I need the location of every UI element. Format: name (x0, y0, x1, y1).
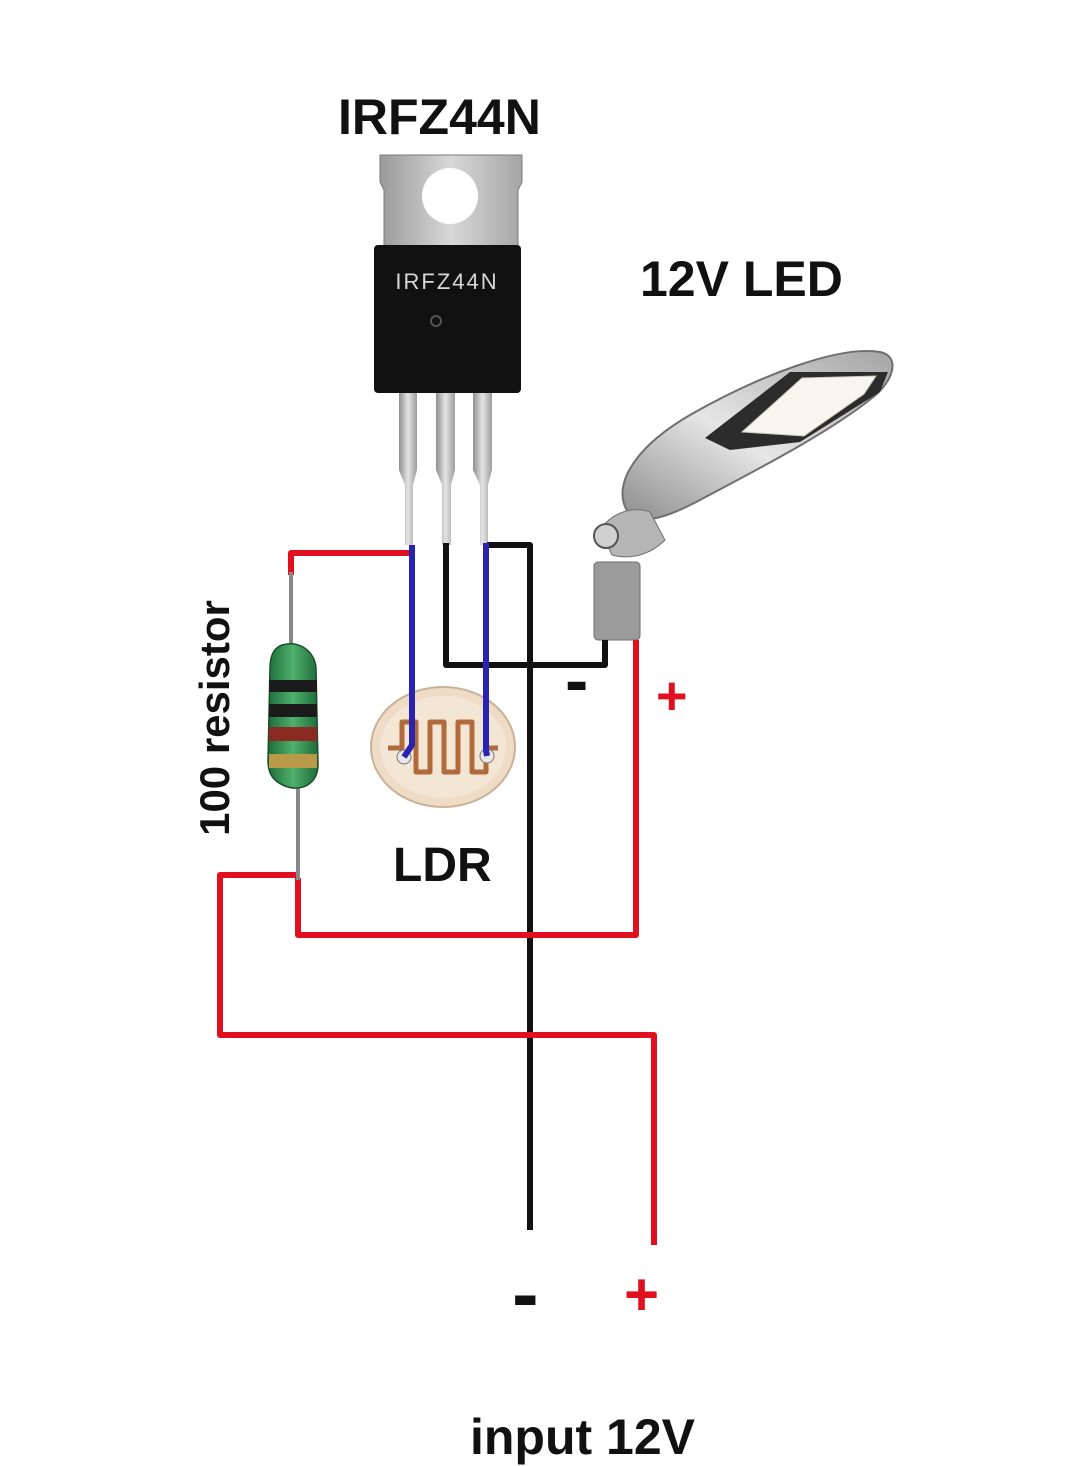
resistor-band-3 (269, 727, 317, 741)
mosfet-title: IRFZ44N (338, 89, 541, 145)
ldr-right-lead (483, 543, 490, 757)
resistor-band-1 (269, 680, 317, 692)
negative-wires (443, 542, 608, 1230)
ldr-title: LDR (393, 839, 492, 892)
input-negative-sign: - (512, 1249, 539, 1338)
resistor-title: 100 resistor (191, 600, 238, 836)
led-negative-sign: - (565, 641, 589, 719)
positive-wires (217, 550, 657, 1245)
mosfet-marking: IRFZ44N (395, 269, 498, 294)
ldr-photoresistor (370, 686, 516, 808)
led-neck (599, 509, 666, 558)
led-mount-tube (593, 561, 641, 641)
gate-pullup-wire (288, 550, 412, 575)
input-positive-sign: + (624, 1261, 660, 1328)
resistor-band-2 (269, 704, 317, 717)
led-positive-sign: + (656, 666, 688, 726)
mosfet-body (374, 245, 521, 393)
resistor-100 (267, 572, 319, 880)
mosfet-legs (399, 393, 492, 545)
mosfet-dot (430, 315, 442, 327)
mosfet-irfz44n: IRFZ44N (374, 154, 523, 545)
ldr-leads (401, 543, 490, 759)
mosfet-mounting-hole (422, 168, 478, 224)
input-positive-wire (217, 872, 657, 1245)
mosfet-source-wire (443, 543, 608, 668)
input-title: input 12V (470, 1409, 696, 1465)
led-pivot (593, 523, 619, 549)
led-street-light (593, 350, 894, 641)
resistor-band-4 (269, 754, 317, 768)
led-title: 12V LED (640, 251, 843, 307)
ldr-left-lead (401, 545, 415, 759)
led-positive-wire (295, 640, 639, 938)
ground-return-wire (487, 542, 533, 1230)
led-chip-array (740, 375, 877, 437)
